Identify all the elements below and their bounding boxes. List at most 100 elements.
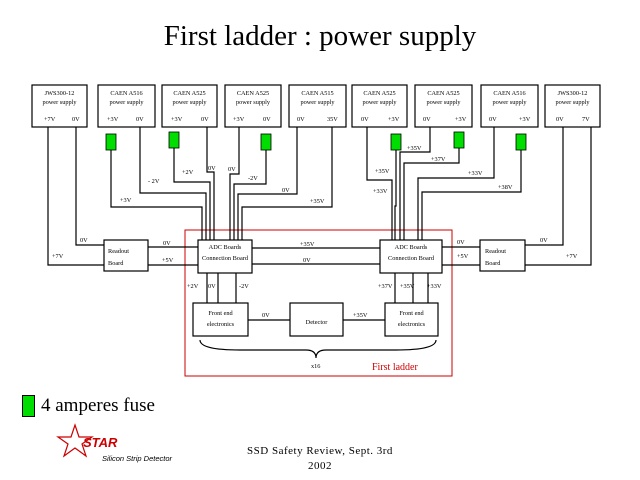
svg-text:+7V: +7V (566, 253, 578, 260)
svg-text:power supply: power supply (236, 99, 271, 106)
svg-text:STAR: STAR (83, 435, 118, 450)
svg-text:Front end: Front end (399, 310, 424, 317)
svg-text:+3V: +3V (455, 116, 467, 123)
detector: Detector (289, 302, 344, 337)
frontend-electronics-right: Front end electronics (384, 302, 439, 337)
svg-text:0V: 0V (457, 239, 465, 246)
svg-text:+7V: +7V (52, 253, 64, 260)
svg-text:-2V: -2V (248, 175, 258, 182)
fuse-5 (453, 131, 465, 149)
frontend-electronics-left: Front end electronics (192, 302, 249, 337)
svg-text:JWS300-12: JWS300-12 (558, 90, 588, 97)
fuse-4 (390, 133, 402, 151)
svg-text:0V: 0V (201, 116, 209, 123)
readout-board-left: Readout Board (103, 239, 149, 272)
slide-title: First ladder : power supply (163, 20, 477, 52)
svg-text:+3V: +3V (171, 116, 183, 123)
svg-text:power supply: power supply (109, 99, 144, 106)
svg-text:-2V: -2V (239, 283, 249, 290)
svg-text:CAEN A516: CAEN A516 (493, 90, 525, 97)
svg-text:CAEN A525: CAEN A525 (427, 90, 459, 97)
x16-brace (199, 339, 437, 359)
legend: 4 amperes fuse (22, 395, 155, 417)
svg-text:CAEN A525: CAEN A525 (237, 90, 269, 97)
svg-text:+3V: +3V (233, 116, 245, 123)
x16-label: x16 (311, 363, 320, 370)
svg-text:+3V: +3V (107, 116, 119, 123)
svg-text:0V: 0V (163, 240, 171, 247)
svg-text:+3V: +3V (120, 197, 132, 204)
svg-text:Board: Board (485, 260, 501, 267)
power-supply-6: CAEN A525 power supply 0V +3V (351, 84, 408, 128)
svg-text:7V: 7V (582, 116, 590, 123)
fuse-legend-swatch (22, 395, 35, 417)
fuse-6 (515, 133, 527, 151)
power-supply-4: CAEN A525 power supply +3V 0V (224, 84, 282, 128)
svg-text:0V: 0V (303, 257, 311, 264)
svg-text:CAEN A525: CAEN A525 (173, 90, 205, 97)
svg-text:+35V: +35V (400, 283, 415, 290)
svg-text:+35V: +35V (300, 241, 315, 248)
svg-text:+37V: +37V (431, 156, 446, 163)
adc-connection-board-left: ADC Boards Connection Board (197, 239, 253, 274)
svg-text:+33V: +33V (427, 283, 442, 290)
power-supply-2: CAEN A516 power supply +3V 0V (97, 84, 156, 128)
svg-text:Detector: Detector (306, 319, 329, 326)
svg-text:+35V: +35V (353, 312, 368, 319)
svg-text:power supply: power supply (492, 99, 527, 106)
svg-text:0V: 0V (136, 116, 144, 123)
svg-text:0V: 0V (540, 237, 548, 244)
svg-text:JWS300-12: JWS300-12 (45, 90, 75, 97)
legend-label: 4 amperes fuse (41, 395, 155, 416)
svg-text:+7V: +7V (44, 116, 56, 123)
svg-text:+3V: +3V (519, 116, 531, 123)
svg-text:Front end: Front end (208, 310, 233, 317)
fuse-3 (260, 133, 272, 151)
power-supply-5: CAEN A515 power supply 0V 35V (288, 84, 347, 128)
svg-text:Board: Board (108, 260, 124, 267)
power-supply-1: JWS300-12 power supply +7V 0V (31, 84, 88, 128)
svg-text:CAEN A525: CAEN A525 (363, 90, 395, 97)
svg-text:power supply: power supply (172, 99, 207, 106)
svg-text:CAEN A516: CAEN A516 (110, 90, 142, 97)
footer: SSD Safety Review, Sept. 3rd 2002 (200, 444, 440, 474)
power-supply-9: JWS300-12 power supply 0V 7V (544, 84, 601, 128)
svg-text:Readout: Readout (485, 248, 506, 255)
power-supply-8: CAEN A516 power supply 0V +3V (480, 84, 539, 128)
power-supply-7: CAEN A525 power supply 0V +3V (414, 84, 473, 128)
fuse-1 (105, 133, 117, 151)
svg-text:+2V: +2V (187, 283, 199, 290)
svg-text:0V: 0V (263, 116, 271, 123)
svg-text:power supply: power supply (42, 99, 77, 106)
adc-connection-board-right: ADC Boards Connection Board (379, 239, 443, 274)
wires-right (366, 127, 592, 303)
svg-text:0V: 0V (72, 116, 80, 123)
svg-text:+37V: +37V (378, 283, 393, 290)
svg-text:Connection Board: Connection Board (202, 255, 249, 262)
footer-line-2: 2002 (308, 460, 332, 472)
power-supply-3: CAEN A525 power supply +3V 0V (161, 84, 218, 128)
svg-text:Silicon Strip Detector: Silicon Strip Detector (102, 454, 173, 463)
svg-text:0V: 0V (208, 283, 216, 290)
svg-text:Readout: Readout (108, 248, 129, 255)
svg-text:power supply: power supply (426, 99, 461, 106)
svg-text:0V: 0V (489, 116, 497, 123)
svg-text:0V: 0V (361, 116, 369, 123)
first-ladder-frame (184, 229, 453, 377)
svg-text:ADC Boards: ADC Boards (395, 244, 428, 251)
svg-text:+5V: +5V (162, 257, 174, 264)
svg-text:electronics: electronics (207, 321, 235, 328)
svg-text:Connection Board: Connection Board (388, 255, 435, 262)
svg-text:+35V: +35V (375, 168, 390, 175)
svg-text:- 2V: - 2V (148, 178, 160, 185)
svg-text:+2V: +2V (182, 169, 194, 176)
svg-text:0V: 0V (80, 237, 88, 244)
svg-text:electronics: electronics (398, 321, 426, 328)
svg-text:+35V: +35V (310, 198, 325, 205)
star-logo: STAR Silicon Strip Detector (56, 423, 173, 463)
wires-left (47, 127, 385, 321)
svg-text:0V: 0V (297, 116, 305, 123)
svg-text:35V: 35V (327, 116, 338, 123)
svg-text:+35V: +35V (407, 145, 422, 152)
